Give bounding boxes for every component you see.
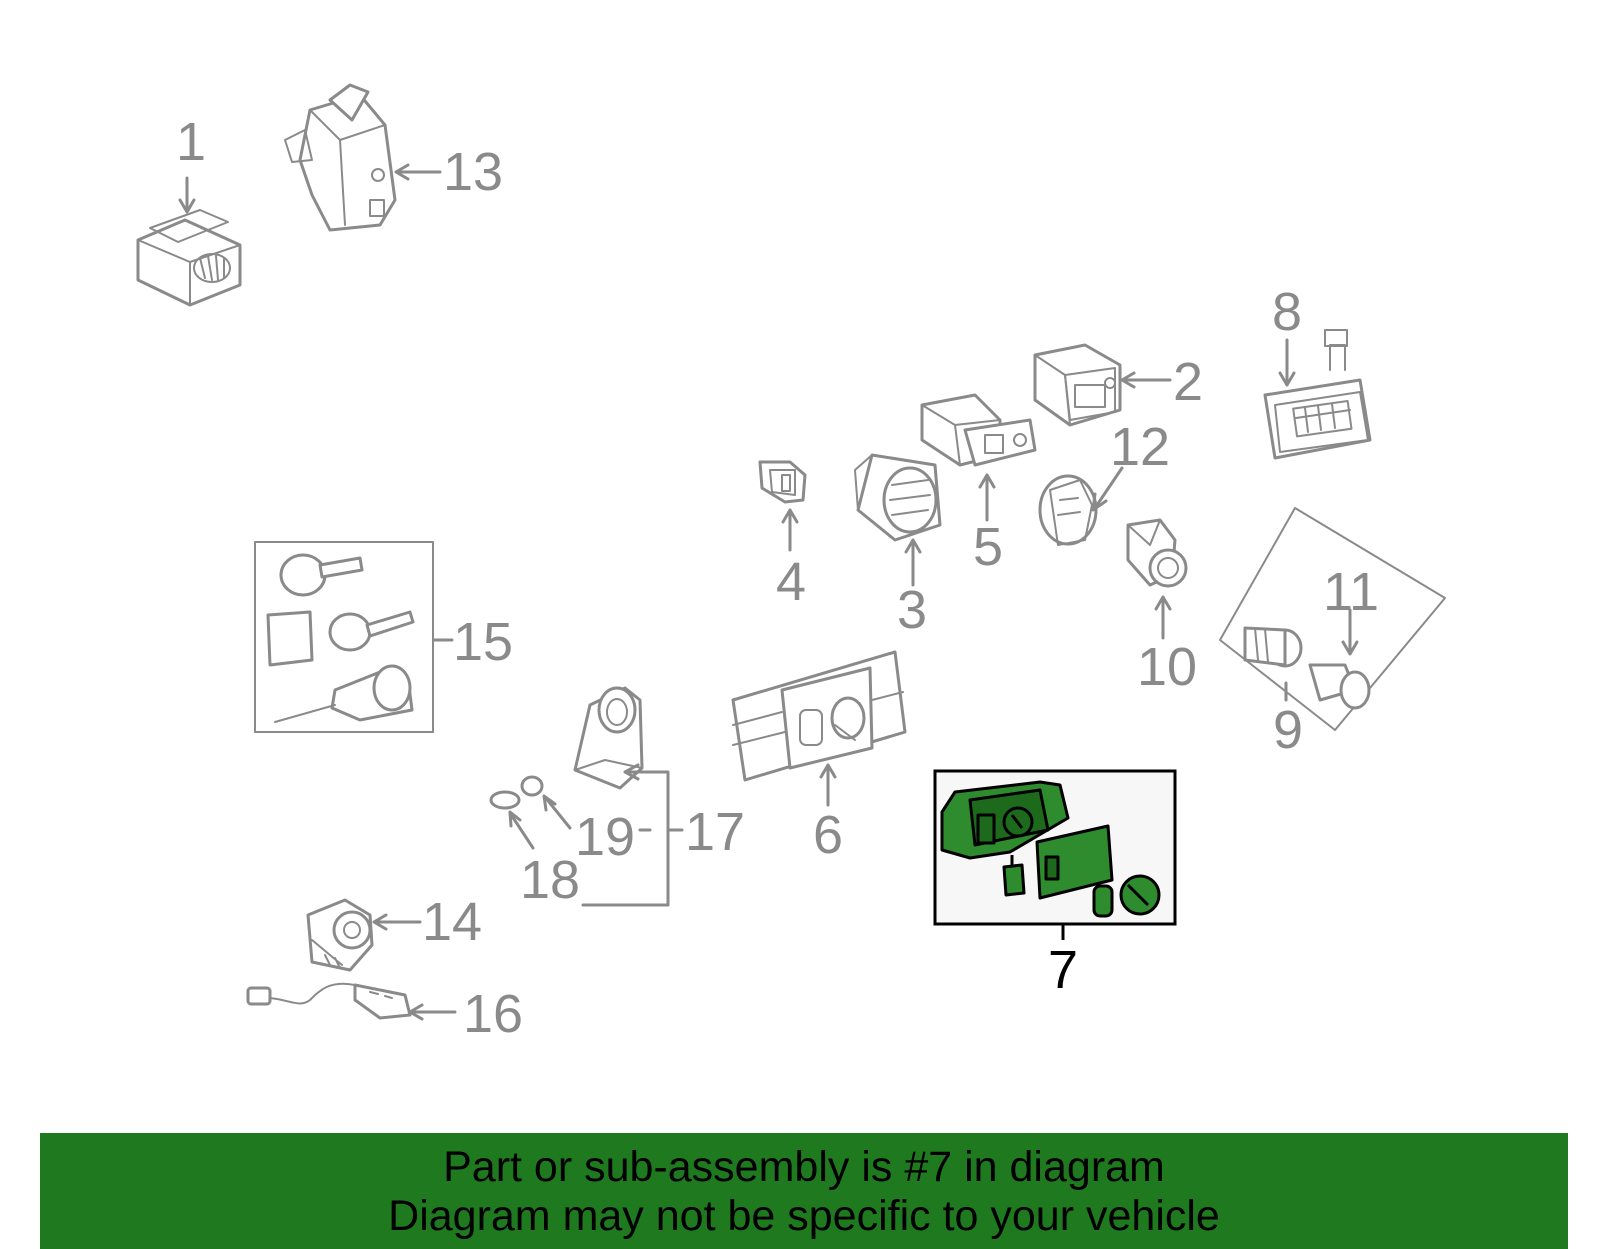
leader-1 xyxy=(178,176,196,214)
callout-6[interactable]: 6 xyxy=(813,805,843,865)
part-7-switch-housing[interactable] xyxy=(940,780,1070,860)
part-7-button[interactable] xyxy=(1092,884,1114,918)
part-6-graphic[interactable] xyxy=(731,650,907,782)
part-19-graphic[interactable] xyxy=(520,775,544,797)
leader-11 xyxy=(1341,608,1359,656)
part-10-graphic[interactable] xyxy=(1126,518,1188,588)
part-2-graphic[interactable] xyxy=(1033,343,1122,427)
leader-5 xyxy=(978,473,996,522)
leader-3 xyxy=(904,538,922,587)
part-8-graphic[interactable] xyxy=(1263,329,1372,460)
info-banner: Part or sub-assembly is #7 in diagram Di… xyxy=(40,1133,1568,1249)
leader-12 xyxy=(1091,466,1124,512)
callout-18[interactable]: 18 xyxy=(520,850,580,910)
leader-10 xyxy=(1154,595,1172,640)
callout-7[interactable]: 7 xyxy=(1048,940,1078,1000)
leader-17 xyxy=(581,763,684,907)
banner-line-1: Part or sub-assembly is #7 in diagram xyxy=(443,1143,1165,1191)
part-1-graphic[interactable] xyxy=(136,209,242,307)
leader-4 xyxy=(781,508,799,552)
callout-16[interactable]: 16 xyxy=(463,984,523,1044)
leader-13 xyxy=(394,163,442,181)
callout-19[interactable]: 19 xyxy=(575,807,635,867)
part-12-graphic[interactable] xyxy=(1038,474,1098,546)
callout-9[interactable]: 9 xyxy=(1273,700,1303,760)
part-3-graphic[interactable] xyxy=(854,453,942,542)
callout-17[interactable]: 17 xyxy=(685,802,745,862)
callout-5[interactable]: 5 xyxy=(973,517,1003,577)
callout-10[interactable]: 10 xyxy=(1137,637,1197,697)
callout-12[interactable]: 12 xyxy=(1110,417,1170,477)
leader-16 xyxy=(408,1003,457,1021)
part-4-graphic[interactable] xyxy=(758,460,807,504)
leader-18 xyxy=(508,810,535,850)
part-17-graphic[interactable] xyxy=(573,686,644,790)
part-7-knob-small[interactable] xyxy=(1002,855,1026,897)
part-9-group[interactable] xyxy=(1219,507,1446,731)
callout-2[interactable]: 2 xyxy=(1173,352,1203,412)
leader-2 xyxy=(1120,371,1172,389)
part-16-graphic[interactable] xyxy=(246,982,412,1020)
part-7-circuit-board[interactable] xyxy=(1035,824,1114,900)
callout-14[interactable]: 14 xyxy=(422,892,482,952)
callout-4[interactable]: 4 xyxy=(776,552,806,612)
part-14-graphic[interactable] xyxy=(306,898,374,972)
part-5-graphic[interactable] xyxy=(920,393,1037,467)
leader-8 xyxy=(1278,338,1296,387)
callout-8[interactable]: 8 xyxy=(1272,282,1302,342)
banner-line-2: Diagram may not be specific to your vehi… xyxy=(388,1192,1220,1240)
callout-15[interactable]: 15 xyxy=(453,612,513,672)
leader-14 xyxy=(372,913,422,931)
leader-19 xyxy=(542,794,652,832)
part-18-graphic[interactable] xyxy=(489,790,521,810)
callout-13[interactable]: 13 xyxy=(443,142,503,202)
part-11-graphic[interactable] xyxy=(1308,663,1371,710)
part-7-group[interactable] xyxy=(933,769,1177,926)
parts-diagram: 1 13 8 2 5 xyxy=(136,83,1446,1044)
callout-11[interactable]: 11 xyxy=(1323,562,1379,622)
part-15-group[interactable] xyxy=(254,541,434,733)
leader-6 xyxy=(819,763,837,807)
part-13-graphic[interactable] xyxy=(284,83,397,232)
part-7-knob-large[interactable] xyxy=(1119,874,1161,916)
callout-3[interactable]: 3 xyxy=(897,580,927,640)
callout-1[interactable]: 1 xyxy=(176,112,206,172)
